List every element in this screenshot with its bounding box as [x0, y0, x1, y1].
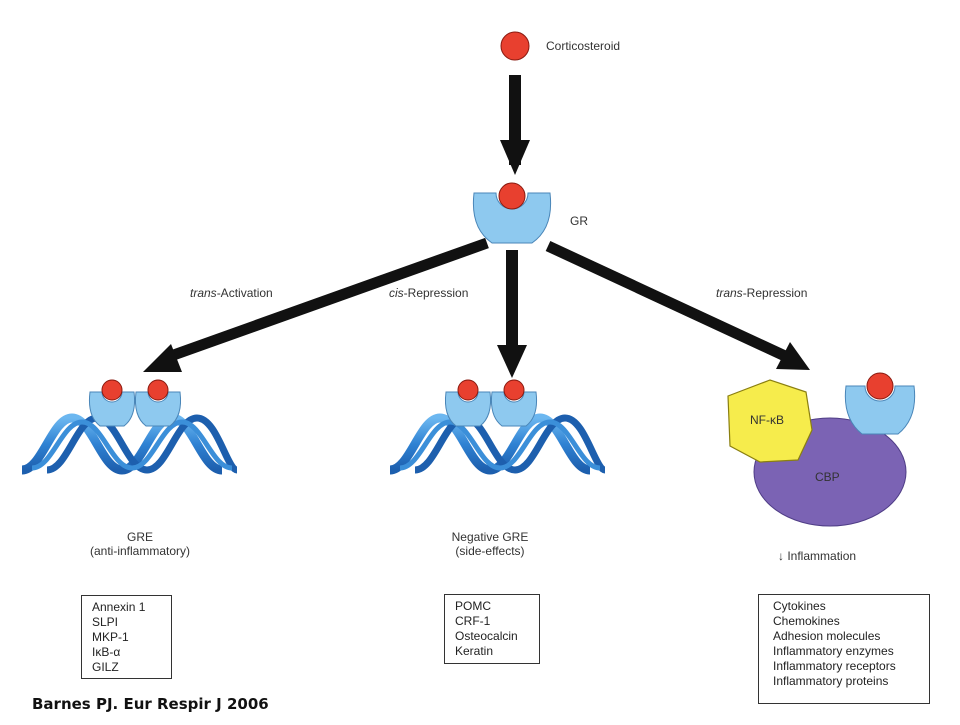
gr-dimer-left — [89, 379, 181, 427]
negative-gre-gene: Keratin — [455, 644, 494, 658]
gre-gene-list: Annexin 1 SLPI MKP-1 IκB-α GILZ — [81, 595, 172, 679]
trans-activation-label: trans-Activation — [190, 286, 273, 300]
gre-title: GRE — [126, 530, 153, 544]
cbp-label: CBP — [815, 470, 840, 484]
gre-gene: Annexin 1 — [92, 600, 146, 614]
cis-repression-rest: -Repression — [403, 286, 469, 300]
gre-gene: SLPI — [92, 615, 119, 629]
trans-repression-rest: -Repression — [742, 286, 808, 300]
corticosteroid-ligand — [500, 31, 530, 61]
gre-subtitle: (anti-inflammatory) — [89, 544, 191, 558]
gr-dimer-middle — [445, 379, 537, 427]
trans-activation-rest: -Activation — [216, 286, 273, 300]
arrow-cis-repression — [497, 250, 527, 378]
arrow-ligand-to-gr — [500, 75, 530, 175]
inflammatory-gene: Cytokines — [773, 599, 826, 613]
gre-dna-helix — [20, 413, 239, 475]
gr-receptor-right — [844, 372, 916, 435]
negative-gre-title: Negative GRE — [451, 530, 529, 544]
citation: Barnes PJ. Eur Respir J 2006 — [32, 695, 269, 713]
gre-gene: GILZ — [92, 660, 119, 674]
cis-repression-label: cis-Repression — [389, 286, 468, 300]
inflammation-label: ↓ Inflammation — [778, 549, 856, 563]
down-arrow-icon: ↓ — [778, 549, 784, 563]
negative-gre-gene: Osteocalcin — [455, 629, 518, 643]
negative-gre-gene: CRF-1 — [455, 614, 491, 628]
negative-gre-gene-list: POMC CRF-1 Osteocalcin Keratin — [444, 594, 540, 664]
inflammatory-gene: Adhesion molecules — [773, 629, 881, 643]
cis-repression-italic: cis — [389, 286, 404, 300]
trans-repression-italic: trans — [716, 286, 743, 300]
nfkb-shape — [727, 379, 813, 463]
inflammation-text: Inflammation — [787, 549, 857, 563]
inflammatory-gene: Chemokines — [773, 614, 840, 628]
negative-gre-subtitle: (side-effects) — [455, 544, 525, 558]
trans-repression-label: trans-Repression — [716, 286, 807, 300]
corticosteroid-label: Corticosteroid — [546, 39, 621, 53]
inflammation-gene-list: Cytokines Chemokines Adhesion molecules … — [758, 594, 930, 704]
gr-label: GR — [570, 214, 588, 228]
inflammatory-gene: Inflammatory proteins — [773, 674, 889, 688]
gr-receptor — [472, 182, 552, 244]
negative-gre-dna-helix — [388, 413, 607, 475]
nfkb-label: NF-κB — [750, 413, 784, 427]
gre-gene: MKP-1 — [92, 630, 129, 644]
negative-gre-gene: POMC — [455, 599, 491, 613]
arrow-trans-activation — [143, 237, 489, 372]
inflammatory-gene: Inflammatory receptors — [773, 659, 896, 673]
trans-activation-italic: trans — [190, 286, 217, 300]
gre-gene: IκB-α — [92, 645, 121, 659]
inflammatory-gene: Inflammatory enzymes — [773, 644, 894, 658]
arrow-trans-repression — [545, 241, 810, 370]
